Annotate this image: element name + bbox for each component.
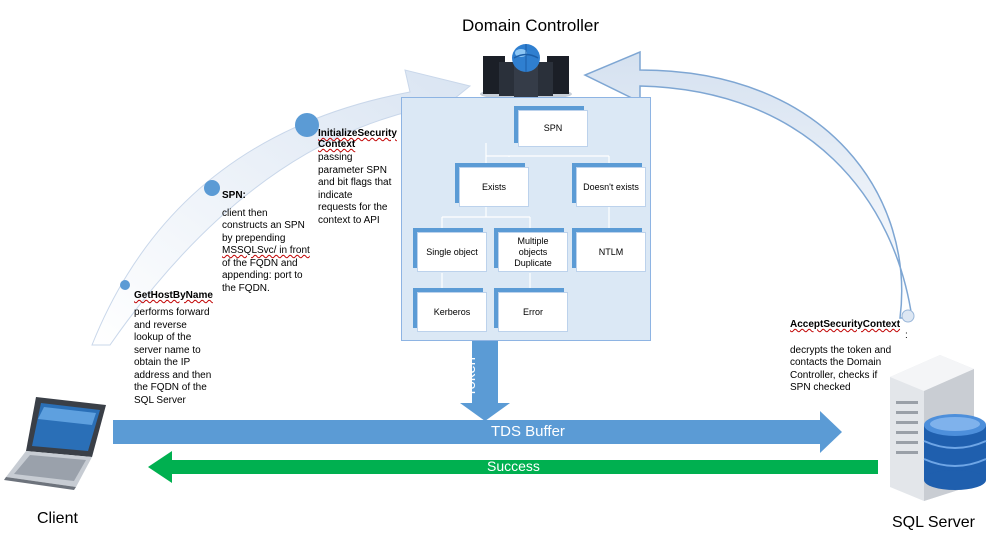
domain-controller-label: Domain Controller — [462, 16, 599, 35]
initialize-desc: passing parameter SPN and bit flags that… — [318, 152, 408, 227]
step-dot-initialize — [295, 113, 319, 137]
gethostbyname-desc-line: address and then — [134, 369, 212, 381]
accept-desc-line: SPN checked — [790, 382, 851, 393]
initialize-desc-line: indicate — [318, 189, 353, 201]
step-gethostbyname: GetHostByName performs forward and rever… — [134, 290, 234, 407]
gethostbyname-desc-line: obtain the IP — [134, 357, 191, 368]
tree-node-multiple-objects: Multiple objects Duplicate — [498, 232, 568, 272]
step-dot-spn — [204, 180, 220, 196]
tds-buffer-label: TDS Buffer — [491, 423, 565, 440]
tds-buffer-arrow — [113, 411, 842, 453]
multiple-line-3: Duplicate — [514, 257, 552, 268]
spn-desc: client then constructs an SPN by prepend… — [222, 208, 322, 296]
tree-node-spn: SPN — [518, 110, 588, 147]
tree-node-kerberos: Kerberos — [417, 292, 487, 332]
step-dot-accept — [901, 309, 915, 323]
sql-server-label: SQL Server — [892, 514, 975, 531]
initialize-desc-line: and bit flags that — [318, 177, 392, 188]
gethostbyname-desc-line: server name to — [134, 344, 201, 356]
tree-node-ntlm: NTLM — [576, 232, 646, 272]
accept-desc: decrypts the token and contacts the Doma… — [790, 345, 920, 395]
sql-to-dc-curve-arrow — [583, 50, 913, 319]
gethostbyname-desc-line: and reverse — [134, 319, 187, 331]
tree-node-exists: Exists — [459, 167, 529, 207]
spn-desc-line: appending: port to — [222, 270, 303, 281]
server-cluster-icon — [480, 44, 572, 100]
accept-colon: : — [905, 330, 908, 341]
spn-desc-line: the FQDN. — [222, 282, 270, 294]
gethostbyname-desc-line: the FQDN of the — [134, 382, 207, 393]
spn-desc-line: constructs an SPN — [222, 220, 305, 231]
accept-desc-line: decrypts the token and — [790, 344, 892, 356]
spn-lookup-panel: SPN Exists Doesn't exists Single object … — [401, 97, 651, 341]
success-label: Success — [487, 458, 540, 474]
multiple-line-2: objects — [518, 246, 548, 257]
initialize-desc-line: parameter SPN — [318, 164, 387, 176]
tree-node-single-object: Single object — [417, 232, 487, 272]
tree-connectors — [441, 143, 610, 289]
tree-node-doesnt-exists: Doesn't exists — [576, 167, 646, 207]
step-initialize-security-context: InitializeSecurity Context passing param… — [318, 128, 408, 227]
accept-title: AcceptSecurityContext — [790, 319, 901, 330]
initialize-title-line-1: InitializeSecurity — [318, 128, 397, 139]
accept-desc-line: Controller, checks if — [790, 369, 878, 381]
initialize-desc-line: passing — [318, 152, 353, 163]
laptop-icon — [4, 397, 106, 490]
initialize-desc-line: context to API — [318, 214, 380, 226]
initialize-title-line-2: Context — [318, 139, 356, 150]
step-dot-gethostbyname — [120, 280, 130, 290]
multiple-line-1: Multiple — [517, 235, 549, 246]
step-spn: SPN: client then constructs an SPN by pr… — [222, 190, 322, 295]
gethostbyname-desc: performs forward and reverse lookup of t… — [134, 307, 234, 407]
step-accept-security-context: AcceptSecurityContext : decrypts the tok… — [790, 319, 920, 395]
spn-desc-line: of the FQDN and — [222, 257, 298, 269]
gethostbyname-desc-line: performs forward — [134, 307, 210, 318]
success-arrow — [148, 451, 878, 483]
tree-node-error: Error — [498, 292, 568, 332]
gethostbyname-title: GetHostByName — [134, 290, 213, 301]
initialize-desc-line: requests for the — [318, 202, 388, 213]
database-server-icon — [890, 355, 987, 501]
accept-desc-line: contacts the Domain — [790, 357, 882, 368]
client-label: Client — [37, 510, 78, 527]
spn-title: SPN: — [222, 190, 246, 201]
token-label: Token — [462, 356, 479, 397]
spn-desc-line: client then — [222, 207, 268, 219]
token-arrow — [460, 341, 510, 421]
spn-desc-line: MSSQLSvc/ in front — [222, 245, 310, 256]
gethostbyname-desc-line: SQL Server — [134, 394, 186, 406]
spn-desc-line: by prepending — [222, 232, 286, 244]
gethostbyname-desc-line: lookup of the — [134, 332, 192, 343]
